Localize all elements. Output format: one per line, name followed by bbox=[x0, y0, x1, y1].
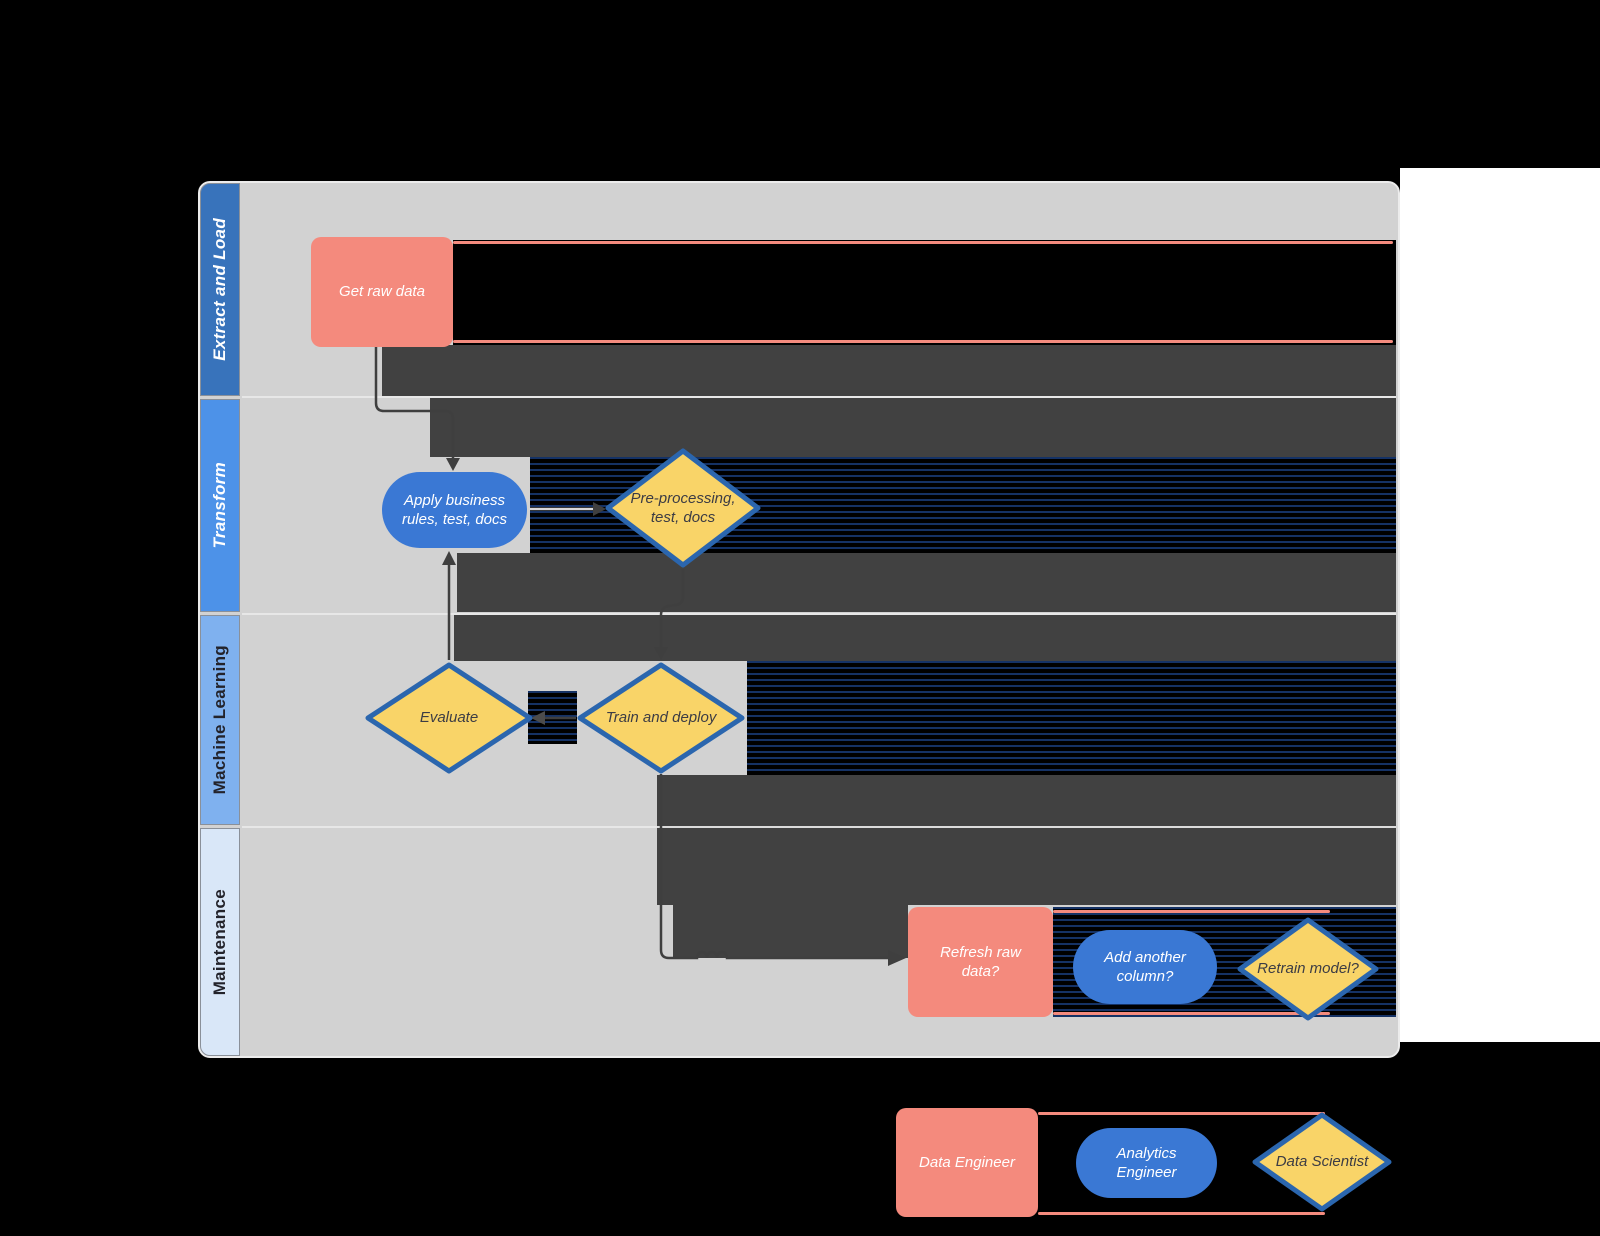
lane-label: Transform bbox=[210, 462, 229, 549]
node-label: Refresh raw data? bbox=[940, 943, 1021, 981]
node-label: Add another column? bbox=[1104, 948, 1186, 986]
black-block bbox=[453, 240, 1396, 345]
diamond-shape bbox=[605, 448, 761, 568]
lane-label: Maintenance bbox=[210, 888, 229, 996]
shadow-block bbox=[430, 398, 1396, 457]
black-block bbox=[528, 691, 577, 744]
lane-divider bbox=[242, 613, 1396, 615]
lane-header-extract-and-load: Extract and Load bbox=[200, 183, 240, 396]
right-margin bbox=[1400, 168, 1600, 1042]
artifact-line bbox=[453, 241, 1393, 244]
diamond-shape bbox=[365, 662, 533, 774]
diamond-shape bbox=[1237, 917, 1379, 1021]
legend-label: Data Scientist bbox=[1275, 1153, 1369, 1171]
legend-label: Data Engineer bbox=[919, 1153, 1015, 1171]
legend-label: Analytics Engineer bbox=[1116, 1144, 1177, 1182]
lane-label: Extract and Load bbox=[210, 218, 229, 361]
diamond-shape bbox=[577, 662, 745, 774]
shadow-block bbox=[673, 905, 908, 958]
legend-data-scientist: Data Scientist bbox=[1252, 1112, 1392, 1212]
node-add-another-column: Add another column? bbox=[1073, 930, 1217, 1004]
lane-header-maintenance: Maintenance bbox=[200, 828, 240, 1056]
legend-analytics-engineer: Analytics Engineer bbox=[1076, 1128, 1217, 1198]
artifact-line bbox=[1038, 1112, 1325, 1115]
node-label: Train and deploy bbox=[605, 709, 717, 727]
lane-divider bbox=[242, 826, 1396, 828]
node-label: Retrain model? bbox=[1257, 960, 1359, 978]
diamond-shape bbox=[1252, 1112, 1392, 1212]
node-evaluate: Evaluate bbox=[365, 662, 533, 774]
lane-header-transform: Transform bbox=[200, 399, 240, 612]
node-apply-business-rules: Apply business rules, test, docs bbox=[382, 472, 527, 548]
node-label: Evaluate bbox=[419, 709, 479, 727]
shadow-block bbox=[457, 553, 1396, 612]
shadow-block bbox=[382, 345, 1396, 396]
artifact-line bbox=[1038, 1212, 1325, 1215]
shadow-block bbox=[454, 615, 1396, 661]
black-block bbox=[747, 661, 1396, 775]
artifact-line bbox=[453, 340, 1393, 343]
node-refresh-raw-data: Refresh raw data? bbox=[908, 907, 1053, 1017]
lane-label: Machine Learning bbox=[210, 645, 229, 795]
node-label: Pre-processing, test, docs bbox=[630, 489, 736, 527]
artifact-line bbox=[1053, 1012, 1330, 1015]
node-train-and-deploy: Train and deploy bbox=[577, 662, 745, 774]
artifact-line bbox=[1053, 910, 1330, 913]
node-retrain-model: Retrain model? bbox=[1237, 917, 1379, 1021]
lane-divider bbox=[242, 396, 1396, 398]
shadow-block bbox=[657, 775, 1396, 905]
node-preprocessing: Pre-processing, test, docs bbox=[605, 448, 761, 568]
lane-header-machine-learning: Machine Learning bbox=[200, 615, 240, 825]
legend-data-engineer: Data Engineer bbox=[896, 1108, 1038, 1217]
node-get-raw-data: Get raw data bbox=[311, 237, 453, 347]
node-label: Get raw data bbox=[339, 283, 425, 301]
node-label: Apply business rules, test, docs bbox=[401, 491, 508, 529]
